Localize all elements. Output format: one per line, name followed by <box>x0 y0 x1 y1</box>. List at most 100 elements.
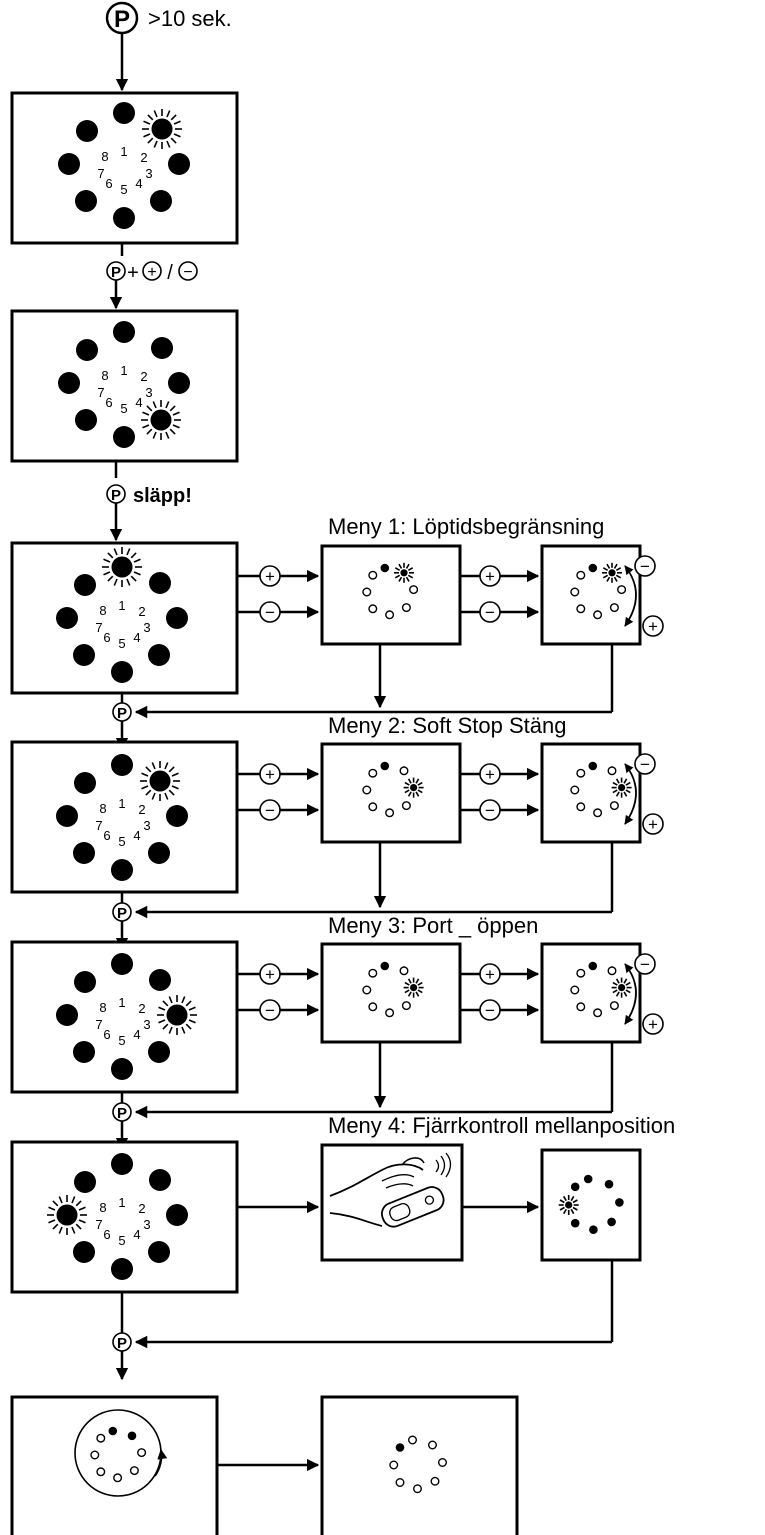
led-blink-ray <box>126 548 131 556</box>
small-led-on <box>570 1218 580 1228</box>
led-5 <box>111 859 133 881</box>
minus-symbol: − <box>183 264 192 281</box>
led-3 <box>168 372 190 394</box>
led-3 <box>168 153 190 175</box>
p-symbol: P <box>117 1335 127 1352</box>
led-blink-ray <box>48 1206 56 1211</box>
led-number-label: 7 <box>95 1017 102 1032</box>
small-led-off <box>362 587 372 597</box>
led-blink-ray <box>107 552 114 559</box>
led-blink-ray <box>172 411 180 416</box>
led-blinking <box>410 984 418 992</box>
p-symbol: P <box>117 1105 127 1122</box>
small-led-off <box>438 1457 448 1467</box>
led-blink-ray <box>563 1195 567 1202</box>
led-blink-ray <box>168 996 173 1004</box>
led-blink-ray <box>78 1206 86 1211</box>
led-blink-ray <box>559 1206 565 1211</box>
led-blink-ray <box>170 137 177 144</box>
led-number-label: 6 <box>103 1227 110 1242</box>
led-number-label: 2 <box>140 150 147 165</box>
plus-symbol: + <box>147 264 156 281</box>
led-number-label: 4 <box>133 1227 140 1242</box>
small-led-off <box>576 968 586 978</box>
led-blink-ray <box>612 789 618 794</box>
small-led-off <box>609 603 619 613</box>
led-number-label: 7 <box>95 1217 102 1232</box>
small-led-off <box>389 1460 399 1470</box>
led-blink-ray <box>146 405 153 412</box>
led-blink-ray <box>113 548 118 556</box>
rotation-circle-icon <box>74 1409 162 1497</box>
led-number-label: 2 <box>140 369 147 384</box>
minus-button-icon <box>178 261 198 281</box>
plus-button-icon <box>142 261 162 281</box>
led-blink-ray <box>151 762 156 770</box>
minus-button-symbol: − <box>485 1001 495 1020</box>
small-led-off <box>576 604 586 614</box>
led-blink-ray <box>188 1006 196 1011</box>
minus-button-symbol: − <box>640 755 650 774</box>
led-4 <box>150 190 172 212</box>
release-step: P släpp! <box>106 484 192 542</box>
led-blink-ray <box>563 1208 567 1215</box>
level-box <box>320 544 462 646</box>
small-led-on <box>589 1225 598 1234</box>
led-number-label: 7 <box>97 385 104 400</box>
led-blinking <box>151 118 173 140</box>
led-number-label: 1 <box>118 1195 125 1210</box>
led-blink-ray <box>78 1219 86 1224</box>
led-number-label: 8 <box>99 1200 106 1215</box>
plus-button-symbol: + <box>265 567 275 586</box>
small-led-on <box>380 761 390 771</box>
small-led-off <box>385 808 395 818</box>
small-led-off <box>401 603 411 613</box>
small-led-off <box>362 985 372 995</box>
led-number-label: 7 <box>97 166 104 181</box>
led-number-label: 2 <box>138 1201 145 1216</box>
led-blink-ray <box>52 1200 59 1207</box>
led-1 <box>113 321 135 343</box>
minus-button-symbol: − <box>265 603 275 622</box>
small-led-on <box>588 761 598 771</box>
led-number-label: 3 <box>143 620 150 635</box>
small-led-off <box>90 1450 100 1460</box>
led-number-label: 5 <box>118 636 125 651</box>
menu-4-title: Meny 4: Fjärrkontroll mellanposition <box>328 1113 675 1138</box>
small-led-off <box>570 587 580 597</box>
led-blinking <box>565 1201 573 1209</box>
led-blink-ray <box>185 1000 192 1007</box>
p-symbol: P <box>111 487 121 504</box>
minus-button-icon <box>634 753 656 775</box>
led-3 <box>166 1204 188 1226</box>
led-blink-ray <box>103 571 111 576</box>
release-label: släpp! <box>133 485 192 507</box>
small-led-off <box>368 604 378 614</box>
led-blink-ray <box>141 772 149 777</box>
minus-button-icon <box>634 953 656 975</box>
p-button-icon <box>105 1 139 35</box>
small-led-off <box>137 1448 147 1458</box>
plus-button-icon <box>642 813 664 835</box>
plus-button-symbol: + <box>485 765 495 784</box>
led-ring-rotating <box>90 1426 147 1483</box>
small-led-off <box>368 1002 378 1012</box>
led-blink-ray <box>415 991 420 997</box>
led-number-label: 5 <box>118 1033 125 1048</box>
led-number-label: 3 <box>145 385 152 400</box>
slash: / <box>167 262 173 284</box>
led-ring-final <box>389 1435 448 1494</box>
adjust-box <box>540 742 642 844</box>
led-blink-ray <box>164 762 169 770</box>
led-blink-ray <box>153 140 158 148</box>
led-blink-ray <box>615 567 622 571</box>
adjust-arc-arrow <box>624 763 637 825</box>
led-blink-ray <box>165 431 170 439</box>
small-led-off <box>576 1002 586 1012</box>
led-blink-ray <box>58 1226 63 1234</box>
small-led-off <box>96 1467 106 1477</box>
led-blink-ray <box>71 1226 76 1234</box>
small-led-off <box>576 802 586 812</box>
led-3 <box>166 607 188 629</box>
